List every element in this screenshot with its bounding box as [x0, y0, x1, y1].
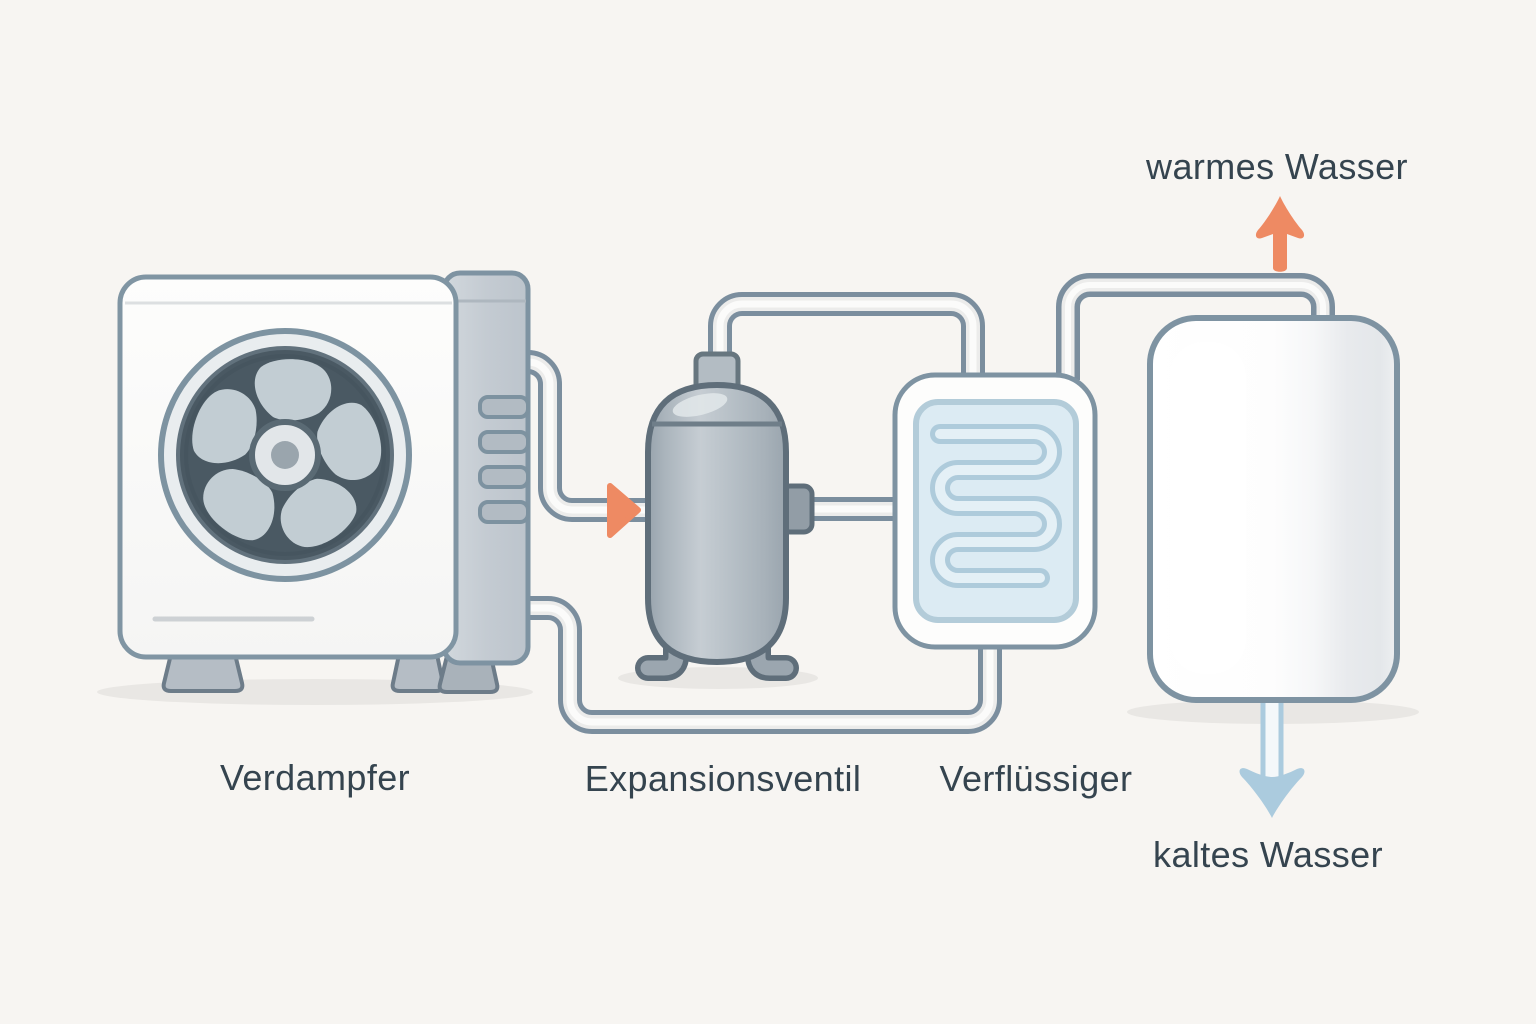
pipe-expansion-valve-to-condenser-top: [708, 292, 985, 384]
label-cold-water: kaltes Wasser: [1153, 834, 1383, 875]
label-condenser: Verflüssiger: [939, 758, 1133, 799]
condenser-unit: [892, 372, 1098, 650]
pipe-condenser-to-water-tank: [1056, 273, 1335, 380]
condenser-coil: [930, 424, 1062, 588]
evaporator-foot-left: [161, 648, 245, 693]
label-evaporator: Verdampfer: [219, 757, 411, 798]
fan-hub-center: [271, 441, 299, 469]
cold-water-arrow-down-icon: [1239, 768, 1305, 818]
pipe-return-bottom: [492, 596, 1002, 734]
fan-icon: [158, 328, 412, 582]
vessel-highlight: [672, 393, 728, 417]
evaporator-unit: [117, 270, 531, 694]
label-warm-water: warmes Wasser: [1146, 146, 1408, 187]
fan-blades: [192, 359, 382, 548]
pipes: [492, 273, 1335, 779]
vessel-body: [645, 381, 789, 666]
water-tank-highlight: [1170, 342, 1246, 674]
pipe-evaporator-to-expansion-valve: [492, 350, 652, 522]
side-panel-slats: [478, 395, 530, 524]
label-expansion-valve: Expansionsventil: [584, 758, 862, 799]
warm-water-arrow-up-icon: [1255, 196, 1305, 272]
water-tank: [1147, 315, 1400, 703]
flow-direction-arrow-right-icon: [607, 483, 641, 538]
expansion-valve-vessel: [635, 351, 815, 681]
